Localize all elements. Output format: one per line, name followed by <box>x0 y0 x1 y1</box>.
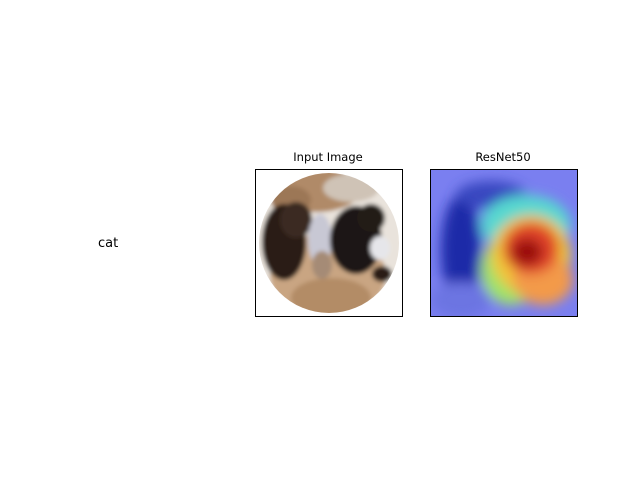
class-label: cat <box>98 236 119 251</box>
input-image <box>256 170 402 316</box>
cam-heatmap <box>431 170 577 316</box>
input-image-title: Input Image <box>293 150 363 164</box>
cam-heatmap-panel <box>430 169 578 317</box>
model-title: ResNet50 <box>475 150 531 164</box>
input-image-panel <box>255 169 403 317</box>
